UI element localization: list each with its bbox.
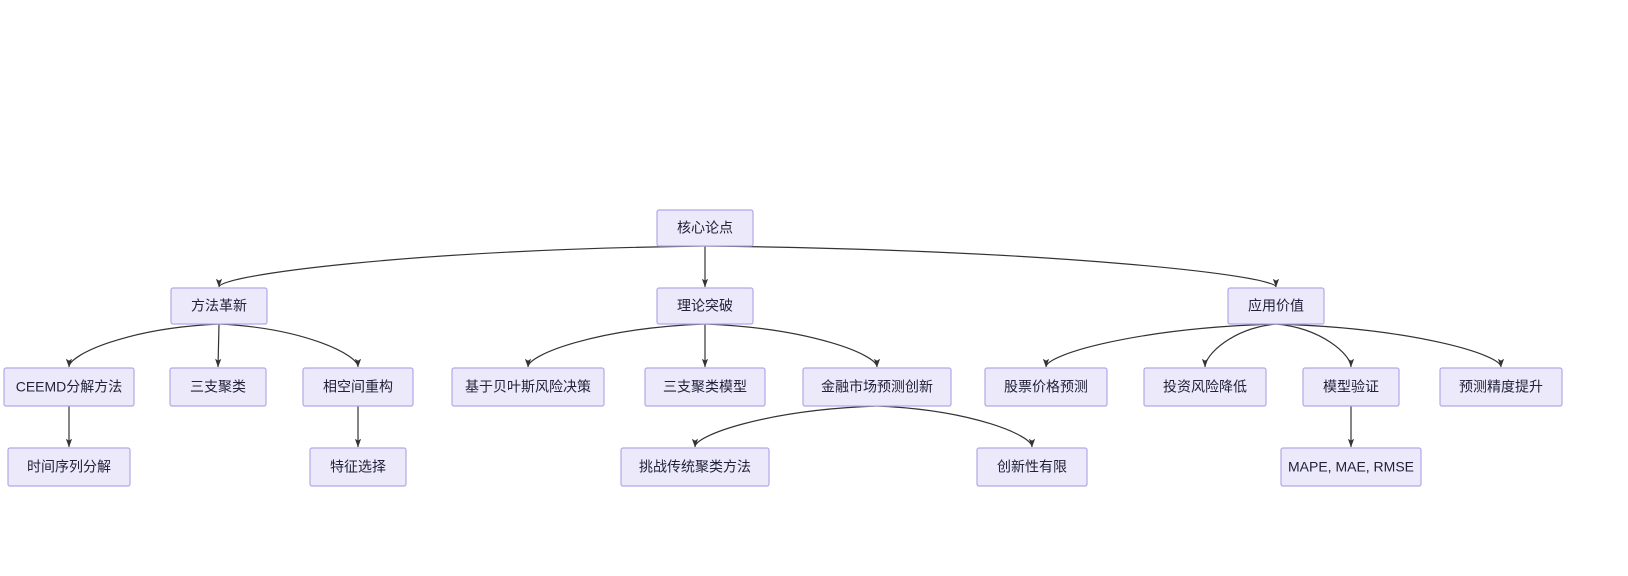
node-box[interactable] (656, 287, 754, 325)
node-投资风险降低[interactable]: 投资风险降低 (1143, 367, 1267, 407)
node-核心论点[interactable]: 核心论点 (656, 209, 754, 247)
node-box[interactable] (451, 367, 605, 407)
node-三支聚类[interactable]: 三支聚类 (169, 367, 267, 407)
node-box[interactable] (1280, 447, 1422, 487)
edge-应用价值-to-预测精度提升 (1275, 323, 1505, 368)
node-box[interactable] (1227, 287, 1325, 325)
node-box[interactable] (984, 367, 1108, 407)
node-box[interactable] (3, 367, 135, 407)
node-相空间重构[interactable]: 相空间重构 (302, 367, 414, 407)
edges-layer (65, 245, 1505, 448)
node-金融市场预测创新[interactable]: 金融市场预测创新 (802, 367, 952, 407)
node-box[interactable] (620, 447, 770, 487)
node-box[interactable] (169, 367, 267, 407)
node-box[interactable] (656, 209, 754, 247)
edge-核心论点-to-应用价值 (704, 245, 1279, 288)
node-box[interactable] (1439, 367, 1563, 407)
node-box[interactable] (976, 447, 1088, 487)
node-理论突破[interactable]: 理论突破 (656, 287, 754, 325)
node-挑战传统聚类方法[interactable]: 挑战传统聚类方法 (620, 447, 770, 487)
node-时间序列分解[interactable]: 时间序列分解 (7, 447, 131, 487)
node-box[interactable] (302, 367, 414, 407)
node-特征选择[interactable]: 特征选择 (309, 447, 407, 487)
nodes-layer: 核心论点方法革新 理论突破 应用价值 CEEMD分解方法三支聚类相空间重构基于贝叶斯风… (3, 209, 1563, 487)
edge-方法革新-to-ceemd分解方法 (65, 323, 220, 368)
node-应用价值[interactable]: 应用价值 (1227, 287, 1325, 325)
edge-理论突破-to-金融市场预测创新 (704, 323, 881, 368)
edge-金融市场预测创新-to-创新性有限 (876, 405, 1036, 448)
node-box[interactable] (1143, 367, 1267, 407)
node-box[interactable] (644, 367, 766, 407)
edge-应用价值-to-股票价格预测 (1042, 323, 1277, 368)
node-ceemd分解方法[interactable]: CEEMD分解方法 (3, 367, 135, 407)
node-创新性有限[interactable]: 创新性有限 (976, 447, 1088, 487)
edge-应用价值-to-模型验证 (1275, 323, 1355, 368)
edge-金融市场预测创新-to-挑战传统聚类方法 (691, 405, 878, 448)
node-三支聚类模型[interactable]: 三支聚类模型 (644, 367, 766, 407)
node-模型验证[interactable]: 模型验证 (1302, 367, 1400, 407)
node-box[interactable] (309, 447, 407, 487)
edge-应用价值-to-投资风险降低 (1201, 323, 1277, 368)
node-box[interactable] (1302, 367, 1400, 407)
node-box[interactable] (802, 367, 952, 407)
node-基于贝叶斯风险决策[interactable]: 基于贝叶斯风险决策 (451, 367, 605, 407)
node-box[interactable] (7, 447, 131, 487)
edge-核心论点-to-方法革新 (216, 245, 706, 288)
edge-方法革新-to-相空间重构 (218, 323, 362, 368)
node-mape-mae-rmse[interactable]: MAPE, MAE, RMSE (1280, 447, 1422, 487)
node-box[interactable] (170, 287, 268, 325)
node-股票价格预测[interactable]: 股票价格预测 (984, 367, 1108, 407)
edge-方法革新-to-三支聚类 (215, 323, 222, 368)
node-预测精度提升[interactable]: 预测精度提升 (1439, 367, 1563, 407)
edge-理论突破-to-基于贝叶斯风险决策 (524, 323, 706, 368)
node-方法革新[interactable]: 方法革新 (170, 287, 268, 325)
